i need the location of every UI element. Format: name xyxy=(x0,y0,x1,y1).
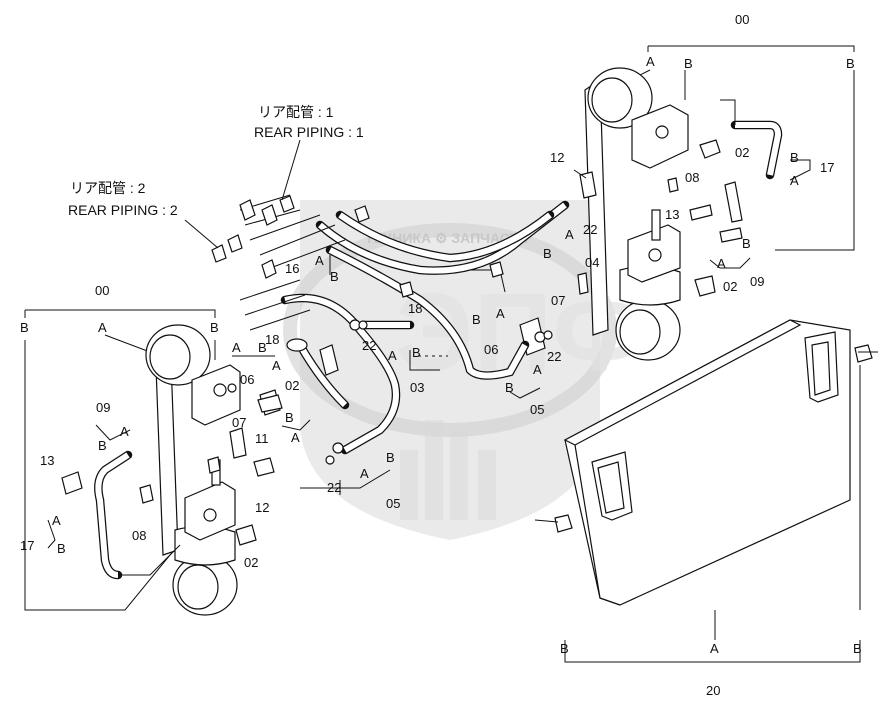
letter-a: A xyxy=(790,173,799,188)
letter-a: A xyxy=(315,253,324,268)
label-13: 13 xyxy=(665,207,679,222)
label-18: 18 xyxy=(408,301,422,316)
label-12: 12 xyxy=(255,500,269,515)
letter-b: B xyxy=(790,150,799,165)
label-05: 05 xyxy=(386,496,400,511)
label-00-left: 00 xyxy=(95,283,109,298)
right-cylinder-assembly xyxy=(519,45,855,361)
label-02: 02 xyxy=(285,378,299,393)
label-07: 07 xyxy=(232,415,246,430)
letter-b: B xyxy=(98,438,107,453)
letter-b: B xyxy=(846,56,855,71)
label-05: 05 xyxy=(530,402,544,417)
letter-b: B xyxy=(742,236,751,251)
label-22: 22 xyxy=(583,222,597,237)
letter-a: A xyxy=(52,513,61,528)
label-09: 09 xyxy=(96,400,110,415)
label-03: 03 xyxy=(410,380,424,395)
label-17: 17 xyxy=(20,538,34,553)
label-16: 16 xyxy=(285,261,299,276)
label-08: 08 xyxy=(685,170,699,185)
label-08: 08 xyxy=(132,528,146,543)
letter-b: B xyxy=(853,641,862,656)
letter-a: A xyxy=(565,227,574,242)
leader-lines xyxy=(47,139,811,549)
label-11: 11 xyxy=(255,431,269,446)
letter-b: B xyxy=(57,541,66,556)
letter-b: B xyxy=(543,246,552,261)
letter-a: A xyxy=(98,320,107,335)
letter-a: A xyxy=(717,256,726,271)
letter-b: B xyxy=(386,450,395,465)
label-00-top: 00 xyxy=(735,12,749,27)
label-17: 17 xyxy=(820,160,834,175)
label-22: 22 xyxy=(362,338,376,353)
letter-b: B xyxy=(330,269,339,284)
letter-a: A xyxy=(360,466,369,481)
label-09: 09 xyxy=(750,274,764,289)
label-07: 07 xyxy=(551,293,565,308)
rear-piping-1-jp: リア配管 : 1 xyxy=(258,104,334,120)
letter-a: A xyxy=(496,306,505,321)
label-22: 22 xyxy=(327,480,341,495)
part-labels: リア配管 : 1 REAR PIPING : 1 リア配管 : 2 REAR P… xyxy=(20,12,862,698)
watermark-logo: ЭПФ xyxy=(395,271,646,394)
letter-a: A xyxy=(232,340,241,355)
left-cylinder-assembly xyxy=(24,309,283,616)
letter-b: B xyxy=(684,56,693,71)
label-02: 02 xyxy=(723,279,737,294)
letter-a: A xyxy=(120,424,129,439)
letter-b: B xyxy=(20,320,29,335)
letter-b: B xyxy=(412,345,421,360)
label-20: 20 xyxy=(706,683,720,698)
letter-b: B xyxy=(505,380,514,395)
label-04: 04 xyxy=(585,255,599,270)
rear-piping-2-en: REAR PIPING : 2 xyxy=(68,202,178,218)
rear-piping-2-jp: リア配管 : 2 xyxy=(70,180,146,196)
letter-a: A xyxy=(533,362,542,377)
letter-a: A xyxy=(646,54,655,69)
letter-a: A xyxy=(388,348,397,363)
letter-b: B xyxy=(560,641,569,656)
letter-b: B xyxy=(472,312,481,327)
label-02: 02 xyxy=(244,555,258,570)
letter-a: A xyxy=(291,430,300,445)
letter-a: A xyxy=(710,641,719,656)
label-22: 22 xyxy=(547,349,561,364)
label-06: 06 xyxy=(240,372,254,387)
letter-b: B xyxy=(258,340,267,355)
label-06: 06 xyxy=(484,342,498,357)
letter-a: A xyxy=(272,358,281,373)
cover-panel xyxy=(534,319,878,663)
letter-b: B xyxy=(285,410,294,425)
label-18: 18 xyxy=(265,332,279,347)
label-13: 13 xyxy=(40,453,54,468)
rear-piping-1-en: REAR PIPING : 1 xyxy=(254,124,364,140)
letter-b: B xyxy=(210,320,219,335)
central-hoses xyxy=(211,194,570,465)
label-02: 02 xyxy=(735,145,749,160)
label-12: 12 xyxy=(550,150,564,165)
watermark-text: ТЕХНИКА ⚙ ЗАПЧАСТИ xyxy=(365,230,528,246)
